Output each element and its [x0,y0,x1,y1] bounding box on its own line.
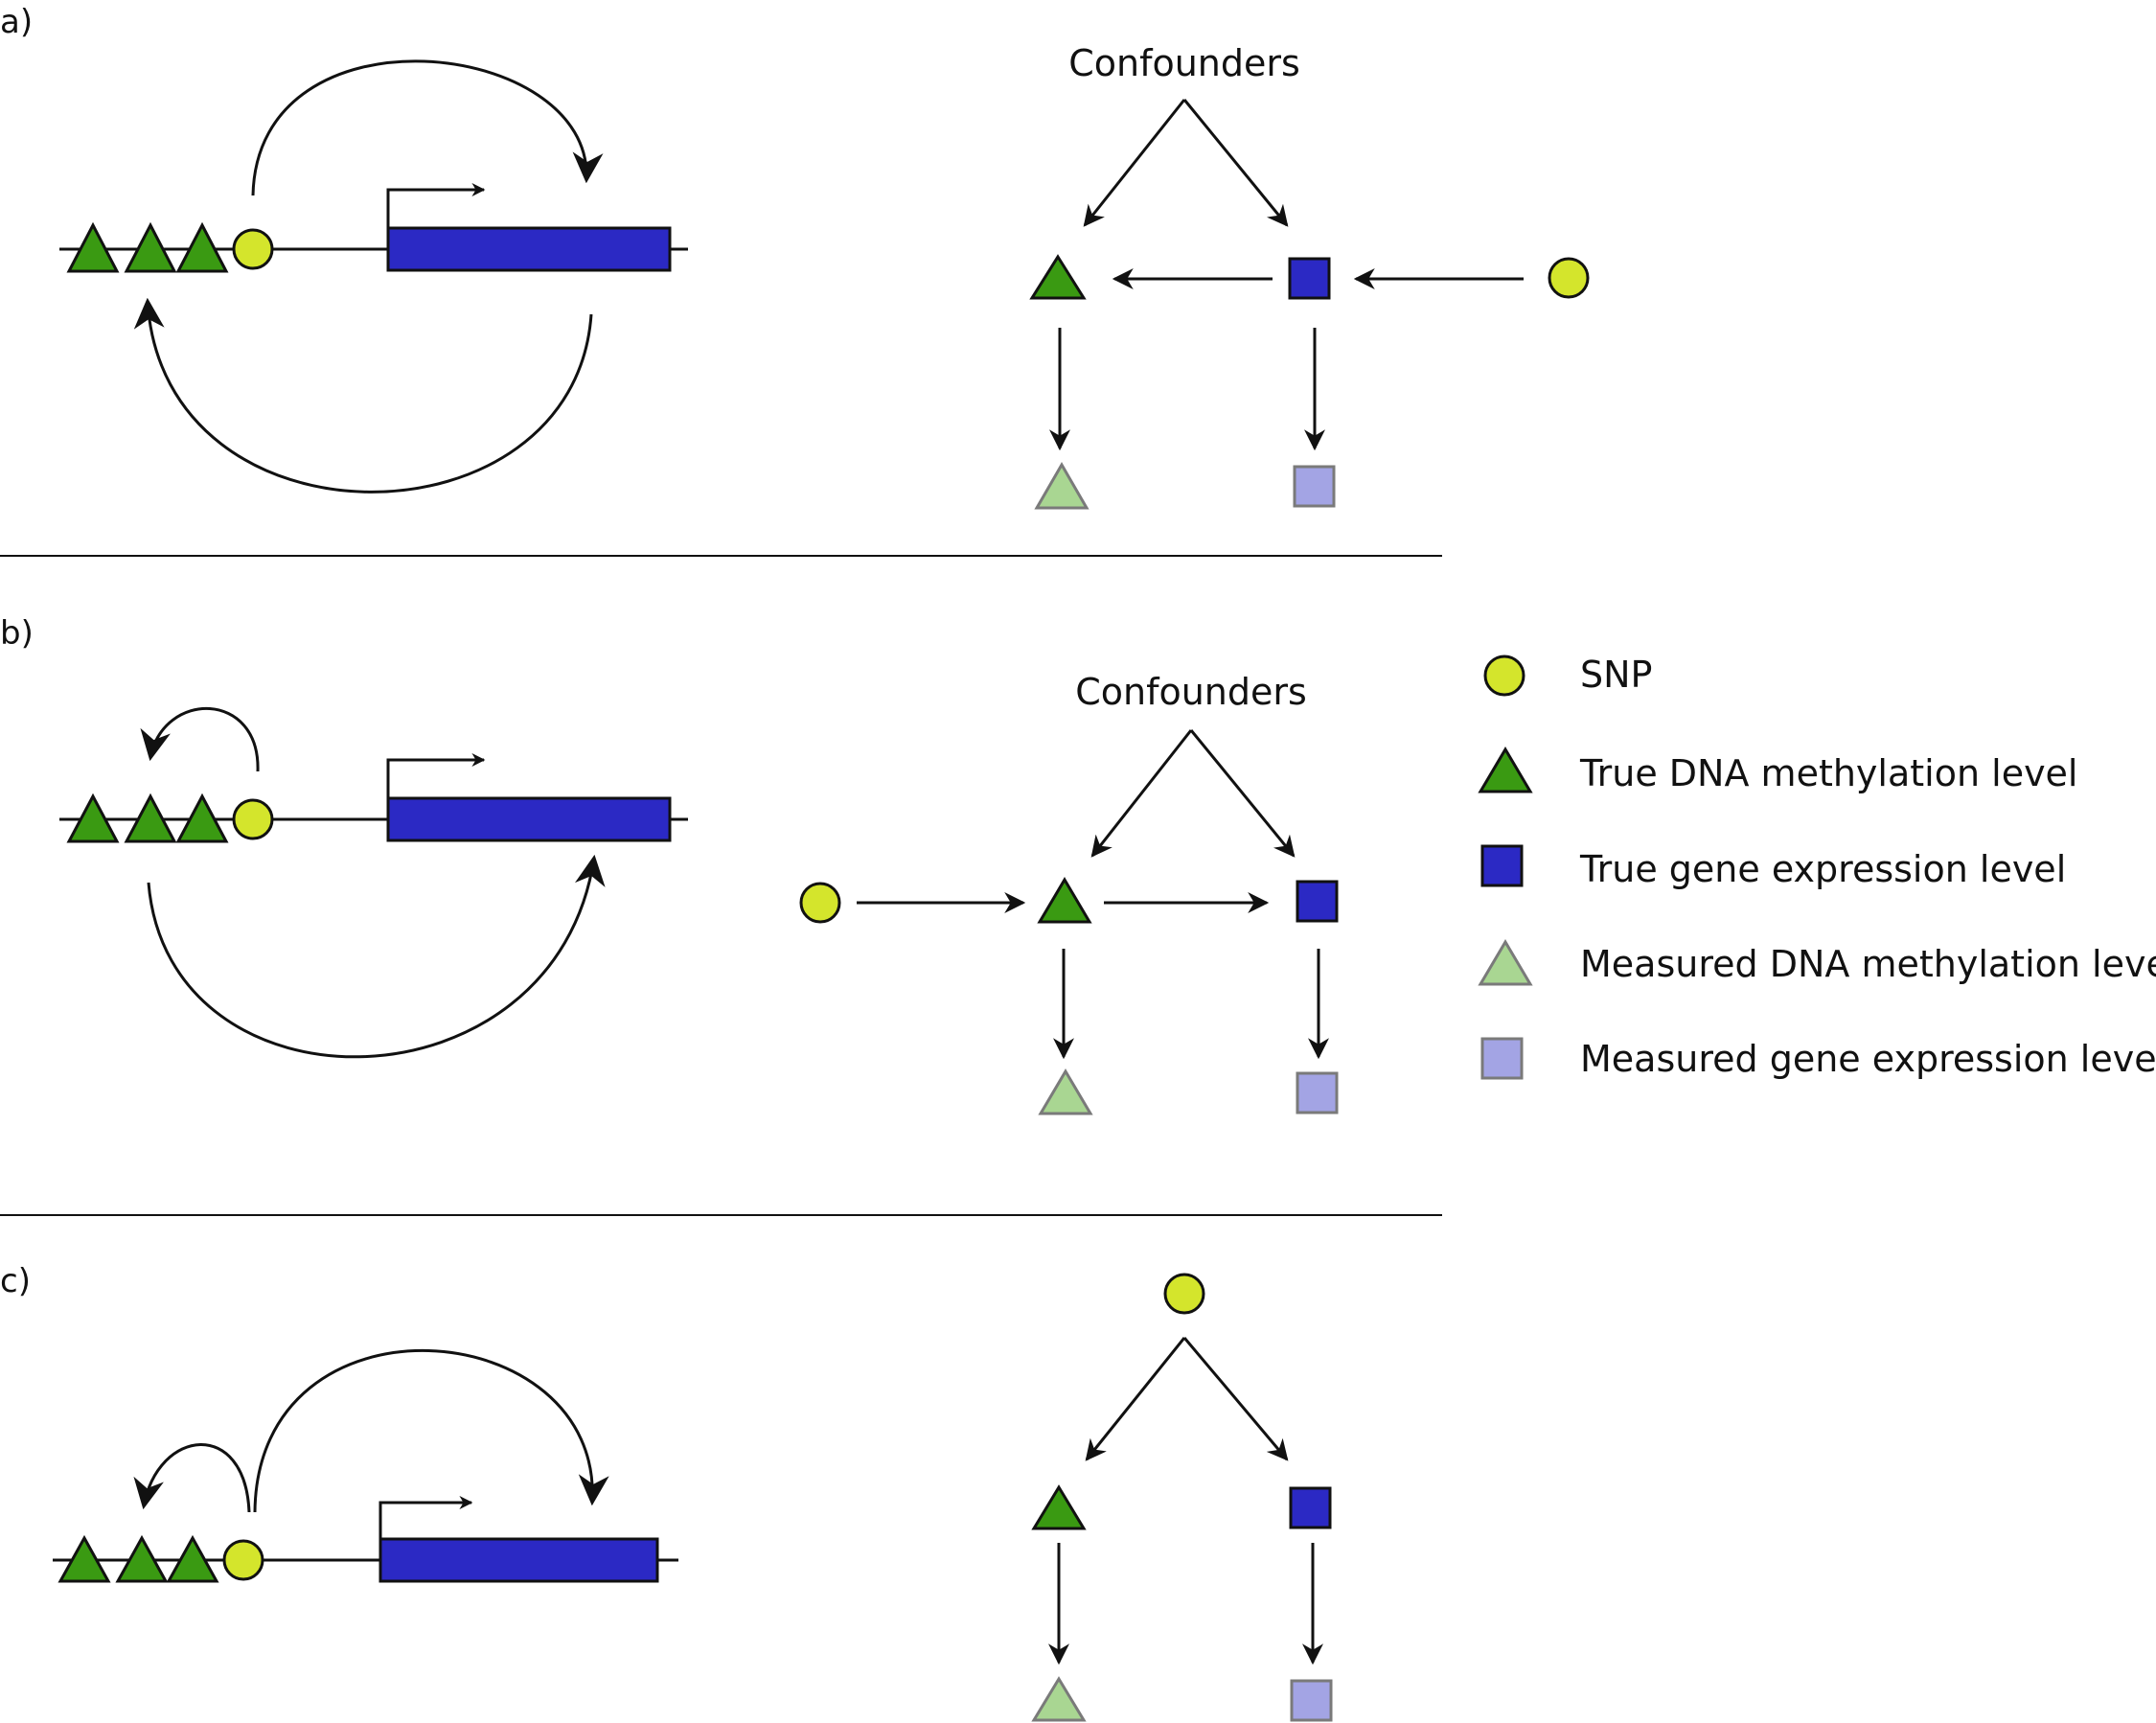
causal-dag-a: Confounders [1029,42,1590,510]
gene-locus-a [59,59,688,494]
true-methylation-triangle [1029,254,1087,300]
gene-locus-b [59,706,688,1059]
panel-c: c) [0,1262,1333,1722]
legend-label: True DNA methylation level [1579,752,2078,794]
snp-circle [1163,1273,1205,1315]
arrow-confounders-to-methylation [1090,729,1193,858]
legend-item-true-methylation: True DNA methylation level [1478,747,2078,794]
legend-item-snp: SNP [1483,654,1652,697]
panel-a: a) Confounders [0,3,1590,510]
curved-arrow-snp-to-methylation [133,1443,251,1513]
transcription-start-arrow [386,753,486,798]
light-blue-square-icon [1480,1037,1524,1080]
snp-circle [232,798,274,840]
panel-a-label: a) [0,3,33,41]
causal-dag-c [1031,1273,1333,1722]
methylation-site-triangle [115,1534,169,1583]
measured-expression-square [1293,465,1336,508]
panel-c-label: c) [0,1262,31,1300]
legend-label: Measured DNA methylation level [1580,943,2156,985]
methylation-site-triangle [124,793,177,843]
curved-arrow-snp-to-gene [253,1348,609,1513]
methylation-site-triangle [124,221,177,273]
arrow-confounders-to-expression [1189,729,1296,858]
legend-label: Measured gene expression level [1580,1038,2156,1080]
true-expression-square [1296,880,1339,923]
true-methylation-triangle [1037,877,1092,924]
snp-circle-icon [1483,655,1525,697]
true-expression-square [1289,1486,1332,1529]
gene-body [386,226,672,272]
transcription-start-arrow [386,183,486,228]
legend-item-measured-methylation: Measured DNA methylation level [1478,939,2156,986]
methylation-site-triangle [66,221,120,273]
legend-label: True gene expression level [1579,848,2066,890]
true-methylation-triangle [1031,1484,1087,1530]
arrow-snp-to-methylation [1085,1337,1186,1461]
measured-methylation-triangle [1034,462,1089,510]
legend: SNP True DNA methylation level True gene… [1478,654,2156,1080]
methylation-site-triangle [57,1534,111,1583]
gene-body [378,1537,659,1583]
measured-methylation-triangle [1038,1068,1093,1115]
curved-arrow-snp-to-gene [251,59,604,196]
measured-methylation-triangle [1031,1676,1087,1722]
snp-circle [799,882,841,924]
curved-arrow-snp-to-methylation [140,706,260,772]
true-expression-square [1288,257,1331,300]
gene-locus-c [53,1348,678,1583]
arrow-confounders-to-expression [1182,99,1289,227]
confounders-label: Confounders [1075,671,1307,713]
legend-item-true-expression: True gene expression level [1480,844,2066,890]
transcription-start-arrow [378,1496,473,1539]
methylation-site-triangle [175,793,229,843]
gene-body [386,796,672,842]
legend-label: SNP [1580,654,1652,696]
methylation-site-triangle [175,221,229,273]
curved-arrow-gene-to-methylation [133,297,593,494]
light-green-triangle-icon [1478,939,1533,986]
causal-dag-b: Confounders [799,671,1339,1115]
legend-item-measured-expression: Measured gene expression level [1480,1037,2156,1080]
panel-b-label: b) [0,614,34,653]
blue-square-icon [1480,844,1524,887]
snp-circle [1548,257,1590,299]
green-triangle-icon [1478,747,1533,793]
measured-expression-square [1290,1679,1333,1722]
snp-circle [232,228,274,270]
measured-expression-square [1296,1071,1339,1114]
arrow-snp-to-expression [1182,1337,1289,1461]
arrow-confounders-to-methylation [1083,99,1186,227]
methylation-site-triangle [166,1534,219,1583]
methylation-site-triangle [66,793,120,843]
confounders-label: Confounders [1068,42,1300,84]
snp-circle [222,1539,264,1581]
panel-b: b) Confounders [0,614,1339,1115]
curved-arrow-methylation-to-gene [147,854,606,1059]
